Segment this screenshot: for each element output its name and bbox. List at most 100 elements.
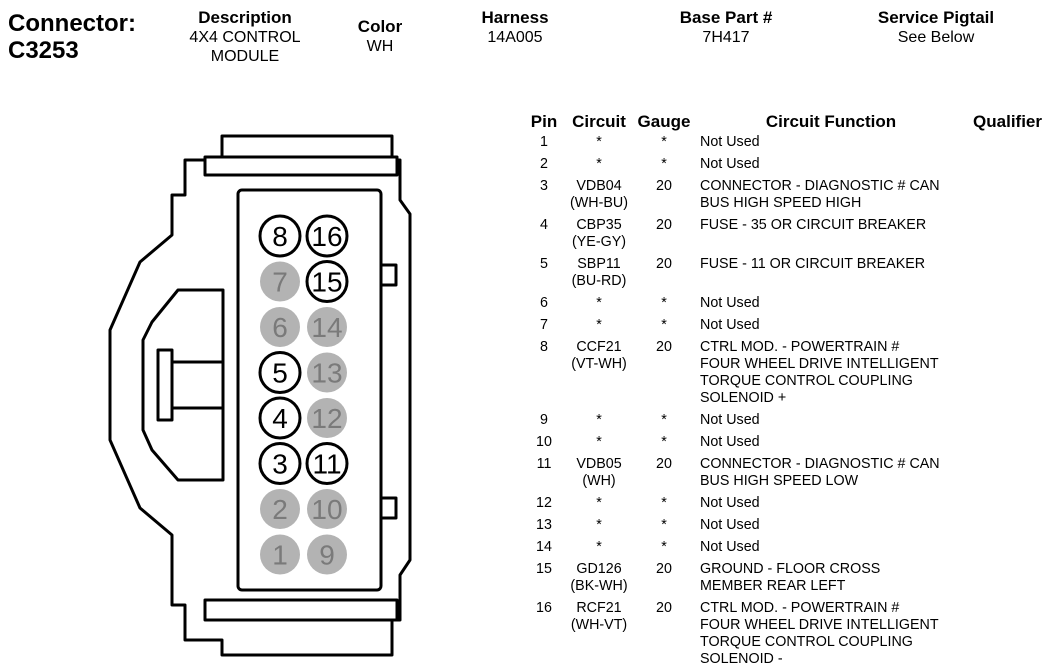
- base-part-value: 7H417: [702, 29, 750, 46]
- pin-8-label: 8: [272, 221, 288, 252]
- circuit-cell: *: [596, 517, 602, 533]
- qualifier-cell: [962, 516, 1042, 538]
- circuit-cell: *: [596, 317, 602, 333]
- pin-12-label: 12: [311, 403, 342, 434]
- pin-2-circle: [260, 489, 300, 529]
- pin-cell: 1: [540, 134, 548, 150]
- qualifier-cell: [962, 433, 1042, 455]
- pin-9-circle: [307, 534, 347, 575]
- qualifier-cell: [962, 494, 1042, 516]
- pin-7-circle: [260, 261, 300, 302]
- pin-table: Pin Circuit Gauge Circuit Function Quali…: [520, 113, 1042, 672]
- circuit-cell: *: [596, 495, 602, 511]
- connector-bottom-tab: [203, 598, 399, 622]
- gauge-cell: 20: [656, 256, 672, 272]
- pin-12-circle: [307, 398, 347, 438]
- pin-cell: 5: [540, 256, 548, 272]
- gauge-cell: *: [661, 156, 667, 172]
- function-cell: Not Used: [700, 517, 760, 533]
- circuit-cell: *: [596, 156, 602, 172]
- table-row: 14**Not Used: [520, 538, 1042, 560]
- pin-cell: 10: [536, 434, 552, 450]
- circuit-cell: *: [596, 134, 602, 150]
- left-latch-inner: [156, 348, 174, 422]
- pin-14-circle: [307, 307, 347, 347]
- right-latch-lower: [381, 496, 398, 520]
- harness-value: 14A005: [487, 29, 543, 46]
- col-header-function: Circuit Function: [765, 112, 897, 131]
- pin-6-circle: [260, 307, 300, 347]
- qualifier-cell: [962, 599, 1042, 672]
- header-color: Color WH: [340, 17, 420, 56]
- description-value: 4X4 CONTROL MODULE: [189, 29, 301, 65]
- circuit-cell: VDB05 (WH): [576, 456, 622, 489]
- table-row: 1**Not Used: [520, 133, 1042, 155]
- connector-id: C3253: [8, 37, 79, 64]
- circuit-cell: *: [596, 295, 602, 311]
- pin-cell: 6: [540, 295, 548, 311]
- pin-9-label: 9: [319, 540, 335, 571]
- color-value: WH: [366, 38, 394, 55]
- pin-3-circle: [258, 442, 302, 485]
- gauge-cell: 20: [656, 217, 672, 233]
- pin-13-circle: [307, 352, 347, 393]
- gauge-cell: *: [661, 495, 667, 511]
- function-cell: Not Used: [700, 156, 760, 172]
- pin-5-circle: [258, 351, 302, 394]
- pin-5-label: 5: [272, 358, 288, 389]
- connector-label: Connector:: [8, 10, 136, 37]
- circuit-cell: GD126 (BK-WH): [570, 561, 628, 594]
- function-cell: Not Used: [700, 134, 760, 150]
- circuit-cell: CCF21 (VT-WH): [571, 339, 627, 372]
- service-pigtail-label: Service Pigtail: [877, 8, 995, 27]
- circuit-cell: SBP11 (BU-RD): [571, 256, 627, 289]
- gauge-cell: *: [661, 317, 667, 333]
- table-row: 7**Not Used: [520, 316, 1042, 338]
- circuit-cell: RCF21 (WH-VT): [570, 600, 628, 633]
- qualifier-cell: [962, 455, 1042, 494]
- gauge-cell: *: [661, 412, 667, 428]
- function-cell: CTRL MOD. - POWERTRAIN # FOUR WHEEL DRIV…: [700, 339, 939, 406]
- circuit-cell: CBP35 (YE-GY): [571, 217, 626, 250]
- qualifier-cell: [962, 538, 1042, 560]
- left-latch-outer: [141, 288, 225, 482]
- pin-cell: 4: [540, 217, 548, 233]
- header-service-pigtail: Service Pigtail See Below: [856, 8, 1016, 47]
- pin-cell: 13: [536, 517, 552, 533]
- pin-cell: 9: [540, 412, 548, 428]
- pin-cell: 2: [540, 156, 548, 172]
- table-row: 12**Not Used: [520, 494, 1042, 516]
- right-latch-upper: [381, 263, 398, 287]
- table-row: 13**Not Used: [520, 516, 1042, 538]
- service-pigtail-value: See Below: [897, 29, 975, 46]
- qualifier-cell: [962, 216, 1042, 255]
- col-header-qualifier: Qualifier: [973, 112, 1042, 131]
- left-latch-bar: [172, 360, 225, 410]
- pin-3-label: 3: [272, 449, 288, 480]
- header-description: Description 4X4 CONTROL MODULE: [170, 8, 320, 66]
- pin-cell: 8: [540, 339, 548, 355]
- pin-cell: 11: [536, 456, 552, 472]
- circuit-cell: VDB04 (WH-BU): [570, 178, 628, 211]
- pin-11-label: 11: [312, 449, 341, 480]
- connector-top-tab: [203, 155, 399, 177]
- pin-7-label: 7: [272, 267, 288, 298]
- header-base-part: Base Part # 7H417: [656, 8, 796, 47]
- pin-cell: 14: [536, 539, 552, 555]
- table-row: 6**Not Used: [520, 294, 1042, 316]
- pin-cell: 3: [540, 178, 548, 194]
- pin-11-circle: [305, 442, 349, 485]
- function-cell: Not Used: [700, 412, 760, 428]
- header-harness: Harness 14A005: [455, 8, 575, 47]
- pin-15-label: 15: [311, 267, 342, 298]
- pin-10-circle: [307, 489, 347, 529]
- pin-1-circle: [260, 534, 300, 575]
- pin-6-label: 6: [272, 312, 288, 343]
